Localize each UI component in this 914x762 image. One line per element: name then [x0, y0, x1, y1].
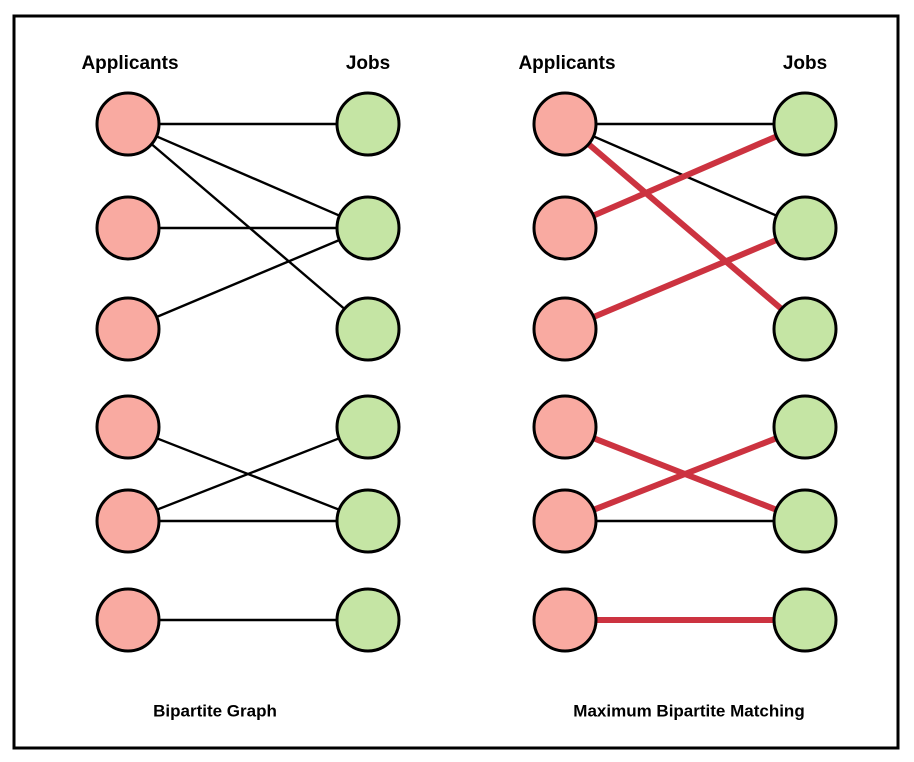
panel-caption-bipartite-graph: Bipartite Graph	[153, 701, 277, 720]
job-node-J3[interactable]	[335, 296, 401, 362]
node-layer	[532, 91, 838, 653]
applicants-column-header: Applicants	[518, 53, 615, 74]
matched-edge-A5-J4	[592, 435, 778, 513]
job-node-J2[interactable]	[335, 195, 401, 261]
job-node-J3[interactable]	[772, 296, 838, 362]
applicant-node-A2[interactable]	[95, 195, 161, 261]
applicant-node-A3[interactable]	[532, 296, 598, 362]
job-node-J4[interactable]	[335, 394, 401, 460]
applicant-node-A5[interactable]	[95, 488, 161, 554]
job-node-J1[interactable]	[335, 91, 401, 157]
applicant-node-A6[interactable]	[532, 587, 598, 653]
edge-A1-J3	[150, 143, 346, 310]
jobs-column-header: Jobs	[783, 53, 827, 74]
panel-caption-maximum-bipartite-matching: Maximum Bipartite Matching	[573, 701, 804, 720]
job-node-J2[interactable]	[772, 195, 838, 261]
applicant-node-A1[interactable]	[532, 91, 598, 157]
edge-A1-J2	[155, 135, 341, 217]
applicant-node-A4[interactable]	[95, 394, 161, 460]
edge-A3-J2	[156, 238, 340, 319]
matched-edge-A2-J1	[592, 133, 778, 219]
job-node-J5[interactable]	[335, 488, 401, 554]
job-node-J4[interactable]	[772, 394, 838, 460]
applicant-node-A4[interactable]	[532, 394, 598, 460]
applicant-node-A6[interactable]	[95, 587, 161, 653]
edge-layer	[150, 122, 346, 622]
applicants-column-header: Applicants	[81, 53, 178, 74]
applicant-node-A2[interactable]	[532, 195, 598, 261]
edge-layer	[586, 122, 784, 623]
edge-A5-J4	[156, 437, 340, 511]
job-node-J6[interactable]	[335, 587, 401, 653]
matched-edge-A3-J2	[592, 237, 778, 320]
job-node-J1[interactable]	[772, 91, 838, 157]
applicant-node-A3[interactable]	[95, 296, 161, 362]
job-node-J5[interactable]	[772, 488, 838, 554]
applicant-node-A5[interactable]	[532, 488, 598, 554]
applicant-node-A1[interactable]	[95, 91, 161, 157]
job-node-J6[interactable]	[772, 587, 838, 653]
matched-edge-A1-J3	[586, 141, 784, 312]
node-layer	[95, 91, 401, 653]
jobs-column-header: Jobs	[346, 53, 390, 74]
